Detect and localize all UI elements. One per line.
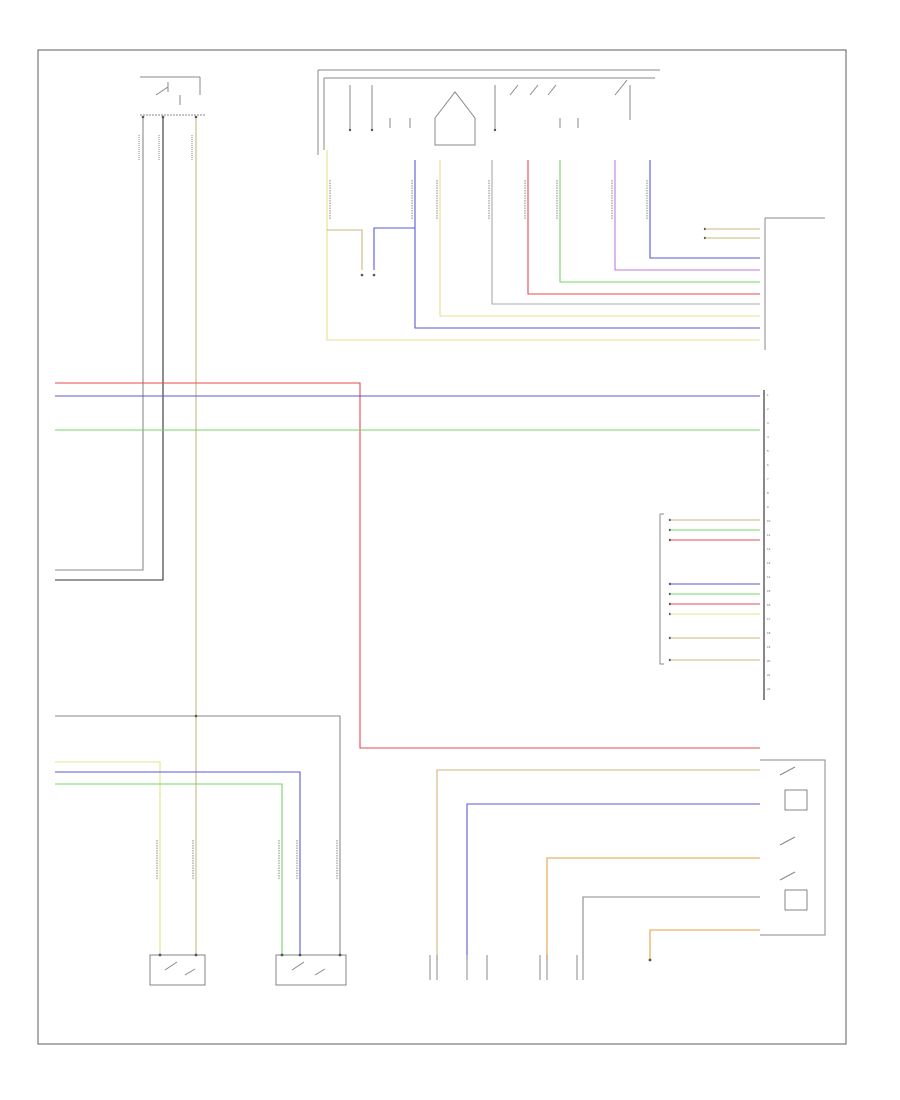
svg-text:22: 22 (767, 687, 771, 691)
bottom-component-3 (429, 955, 488, 980)
wire-blue-mid2 (649, 160, 760, 259)
wire-green-mid (559, 160, 760, 283)
bottom-component-4 (539, 955, 584, 980)
wire-left-brown (55, 715, 341, 960)
svg-text:15: 15 (767, 589, 771, 593)
svg-text:10: 10 (767, 519, 771, 523)
wire-left-gray-vertical (55, 118, 144, 571)
wire-red-mid (527, 160, 760, 295)
top-left-switch (140, 76, 205, 119)
wire-left-green2 (55, 783, 283, 960)
svg-text:14: 14 (767, 575, 771, 579)
svg-text:2: 2 (767, 407, 769, 411)
bottom-component-5 (648, 958, 652, 962)
svg-text:17: 17 (767, 617, 771, 621)
wire-left-yellow (55, 761, 161, 960)
lumbar-motor (327, 227, 415, 277)
svg-text:16: 16 (767, 603, 771, 607)
diagram-border (37, 49, 847, 1045)
wire-left-blue2 (55, 771, 301, 960)
wire-violet-mid (614, 160, 760, 271)
svg-text:4: 4 (767, 435, 769, 439)
wire-tan-mid (326, 150, 760, 341)
svg-text:8: 8 (767, 491, 769, 495)
svg-text:11: 11 (767, 533, 770, 537)
svg-text:18: 18 (767, 631, 771, 635)
svg-text:7: 7 (767, 477, 769, 481)
svg-text:12: 12 (767, 547, 771, 551)
svg-text:20: 20 (767, 659, 771, 663)
wire-gray-mid (491, 160, 760, 305)
svg-text:9: 9 (767, 505, 769, 509)
svg-text:13: 13 (767, 561, 771, 565)
top-mid-module (317, 69, 660, 155)
memory-module (659, 513, 672, 665)
wire-yellow-mid (439, 160, 760, 317)
svg-text:6: 6 (767, 463, 769, 467)
top-right-connector (703, 217, 825, 350)
right-switch-assembly (760, 759, 826, 936)
svg-text:19: 19 (767, 645, 771, 649)
svg-text:1: 1 (767, 393, 769, 397)
bottom-component-1 (149, 953, 206, 986)
svg-text:21: 21 (767, 673, 771, 677)
bottom-component-2 (275, 953, 347, 986)
svg-text:5: 5 (767, 449, 769, 453)
wire-left-red (55, 382, 760, 749)
wire-blue-mid (414, 160, 760, 329)
svg-text:3: 3 (767, 421, 769, 425)
wire-left-black-vertical (55, 118, 164, 581)
